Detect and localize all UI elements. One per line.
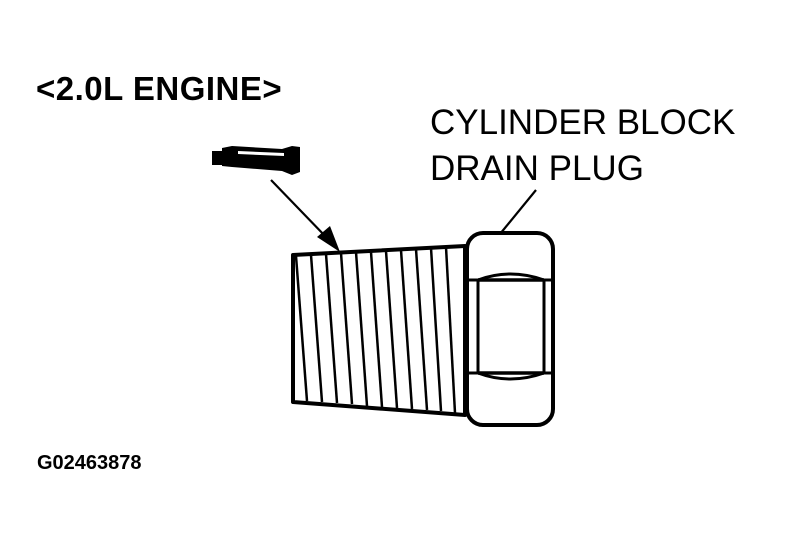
drain-plug-icon [291, 231, 555, 427]
part-label: CYLINDER BLOCK DRAIN PLUG [430, 100, 735, 192]
part-label-line2: DRAIN PLUG [430, 149, 644, 188]
sealant-leader-arrow [270, 179, 340, 252]
sealant-tube-icon [212, 146, 300, 175]
part-leader-line [499, 189, 537, 235]
part-label-line1: CYLINDER BLOCK [430, 103, 736, 142]
figure-id: G02463878 [37, 452, 142, 474]
engine-label: <2.0L ENGINE> [36, 70, 283, 107]
